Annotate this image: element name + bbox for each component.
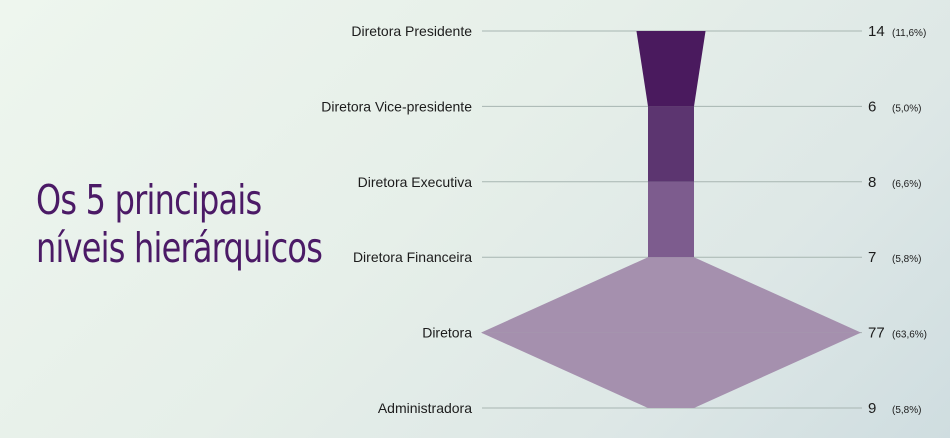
value-label: 9 <box>868 400 876 417</box>
category-label: Diretora Financeira <box>353 249 472 265</box>
category-label: Administradora <box>378 400 472 416</box>
value-label: 77 <box>868 325 885 342</box>
value-label: 8 <box>868 174 876 191</box>
category-label: Diretora Executiva <box>358 174 473 190</box>
value-label: 14 <box>868 23 885 40</box>
category-label: Diretora <box>422 325 472 341</box>
percent-label: (11,6%) <box>892 28 926 39</box>
category-label: Diretora Presidente <box>351 23 472 39</box>
funnel-segment <box>481 332 861 408</box>
percent-label: (5,8%) <box>892 254 921 265</box>
funnel-segment <box>648 181 694 258</box>
percent-label: (63,6%) <box>892 330 927 341</box>
percent-label: (5,8%) <box>892 405 921 416</box>
page-title: Os 5 principais níveis hierárquicos <box>36 176 323 272</box>
percent-label: (5,0%) <box>892 103 921 114</box>
percent-label: (6,6%) <box>892 179 921 190</box>
value-label: 7 <box>868 249 876 266</box>
page-title-line-2: níveis hierárquicos <box>36 224 323 272</box>
value-label: 6 <box>868 98 876 115</box>
funnel-segment <box>481 257 861 333</box>
category-label: Diretora Vice-presidente <box>321 98 472 114</box>
funnel-segment <box>636 31 706 107</box>
page-title-line-1: Os 5 principais <box>36 176 262 224</box>
funnel-segment <box>648 106 694 182</box>
